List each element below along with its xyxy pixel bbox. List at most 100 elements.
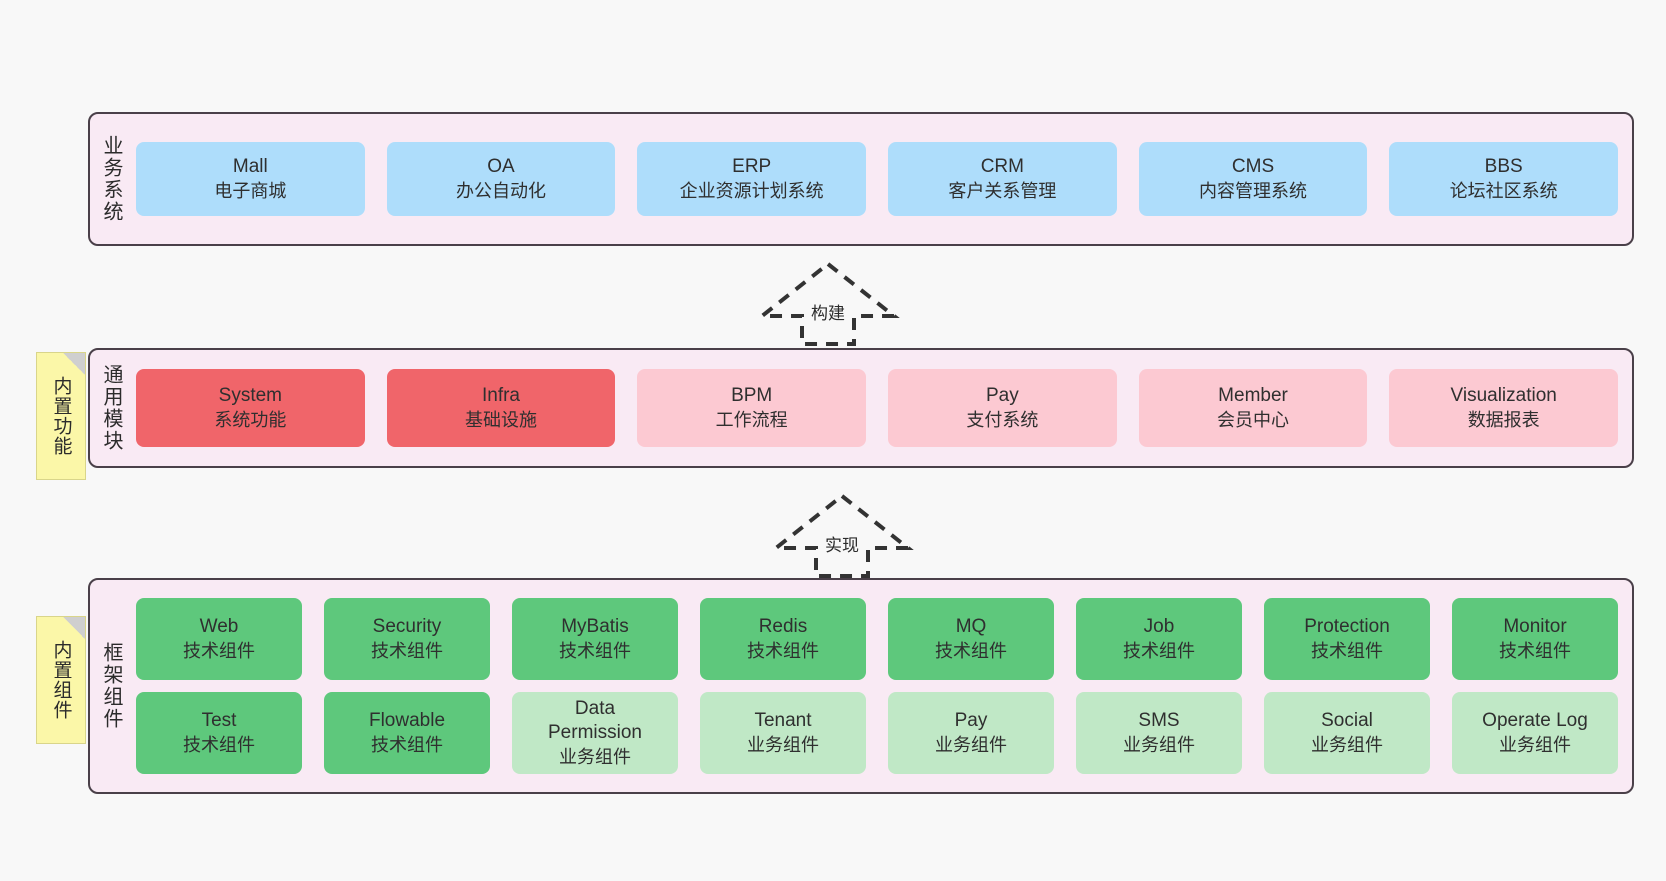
component-mybatis[interactable]: MyBatis 技术组件 bbox=[512, 598, 678, 680]
module-bbs-sub: 论坛社区系统 bbox=[1449, 180, 1558, 201]
component-security-sub: 技术组件 bbox=[371, 640, 443, 661]
component-job[interactable]: Job 技术组件 bbox=[1076, 598, 1242, 680]
component-mq[interactable]: MQ 技术组件 bbox=[888, 598, 1054, 680]
module-system[interactable]: System 系统功能 bbox=[136, 369, 365, 447]
component-data-permission-sub: 业务组件 bbox=[559, 747, 631, 767]
layer-body-framework: Web 技术组件 Security 技术组件 MyBatis 技术组件 Redi… bbox=[132, 580, 1632, 792]
component-test[interactable]: Test 技术组件 bbox=[136, 692, 302, 774]
connector-build-arrow-icon bbox=[756, 261, 900, 346]
component-protection-name: Protection bbox=[1304, 615, 1390, 637]
component-tenant-name: Tenant bbox=[754, 709, 812, 731]
component-test-name: Test bbox=[201, 709, 237, 731]
module-bpm-name: BPM bbox=[731, 384, 773, 406]
component-pay-name: Pay bbox=[954, 709, 988, 731]
component-flowable-sub: 技术组件 bbox=[371, 734, 443, 755]
component-test-sub: 技术组件 bbox=[183, 734, 255, 755]
module-bpm[interactable]: BPM 工作流程 bbox=[637, 369, 867, 447]
layer-common-module: 通用模块 System 系统功能 Infra 基础设施 BPM 工作流程 Pay… bbox=[88, 348, 1634, 468]
module-infra-name: Infra bbox=[481, 384, 521, 406]
connector-implement-label: 实现 bbox=[825, 536, 859, 555]
module-infra-sub: 基础设施 bbox=[465, 409, 537, 430]
layer-business-row-1: Mall 电子商城 OA 办公自动化 ERP 企业资源计划系统 CRM 客户关系… bbox=[136, 142, 1619, 216]
module-crm-name: CRM bbox=[980, 155, 1024, 177]
component-web-name: Web bbox=[199, 615, 239, 637]
component-pay[interactable]: Pay 业务组件 bbox=[888, 692, 1054, 774]
module-member[interactable]: Member 会员中心 bbox=[1138, 369, 1368, 447]
layer-framework-row-2: Test 技术组件 Flowable 技术组件 Data Permission … bbox=[136, 692, 1618, 774]
connector-implement: 实现 bbox=[770, 490, 914, 578]
component-protection[interactable]: Protection 技术组件 bbox=[1264, 598, 1430, 680]
component-sms-name: SMS bbox=[1138, 709, 1180, 731]
component-redis-name: Redis bbox=[758, 615, 808, 637]
module-erp-sub: 企业资源计划系统 bbox=[679, 180, 824, 201]
connector-implement-arrow-icon bbox=[770, 493, 914, 578]
module-pay-sub: 支付系统 bbox=[966, 409, 1039, 430]
component-job-sub: 技术组件 bbox=[1123, 640, 1195, 661]
layer-business-system: 业务系统 Mall 电子商城 OA 办公自动化 ERP 企业资源计划系统 CRM… bbox=[88, 112, 1634, 246]
module-cms-name: CMS bbox=[1231, 155, 1275, 177]
component-security[interactable]: Security 技术组件 bbox=[324, 598, 490, 680]
layer-title-common: 通用模块 bbox=[100, 364, 122, 452]
component-sms[interactable]: SMS 业务组件 bbox=[1076, 692, 1242, 774]
module-visualization[interactable]: Visualization 数据报表 bbox=[1389, 369, 1619, 447]
component-tenant[interactable]: Tenant 业务组件 bbox=[700, 692, 866, 774]
component-social-sub: 业务组件 bbox=[1311, 734, 1383, 755]
layer-body-common: System 系统功能 Infra 基础设施 BPM 工作流程 Pay 支付系统… bbox=[132, 350, 1632, 466]
component-web[interactable]: Web 技术组件 bbox=[136, 598, 302, 680]
module-mall[interactable]: Mall 电子商城 bbox=[136, 142, 365, 216]
module-oa-name: OA bbox=[487, 155, 515, 177]
component-mybatis-name: MyBatis bbox=[561, 615, 629, 637]
component-redis[interactable]: Redis 技术组件 bbox=[700, 598, 866, 680]
module-cms-sub: 内容管理系统 bbox=[1199, 180, 1308, 201]
module-infra[interactable]: Infra 基础设施 bbox=[386, 369, 616, 447]
module-system-sub: 系统功能 bbox=[214, 409, 287, 430]
layer-title-business: 业务系统 bbox=[100, 135, 122, 223]
layer-common-row-1: System 系统功能 Infra 基础设施 BPM 工作流程 Pay 支付系统… bbox=[136, 369, 1619, 447]
component-web-sub: 技术组件 bbox=[183, 640, 255, 661]
component-mybatis-sub: 技术组件 bbox=[559, 640, 631, 661]
component-operate-log-name: Operate Log bbox=[1482, 709, 1588, 731]
component-mq-sub: 技术组件 bbox=[935, 640, 1007, 661]
component-job-name: Job bbox=[1143, 615, 1175, 637]
component-monitor[interactable]: Monitor 技术组件 bbox=[1452, 598, 1618, 680]
note-builtin-component: 内置组件 bbox=[36, 616, 86, 744]
component-flowable-name: Flowable bbox=[368, 709, 446, 731]
component-social[interactable]: Social 业务组件 bbox=[1264, 692, 1430, 774]
layer-title-framework: 框架组件 bbox=[100, 642, 122, 730]
component-flowable[interactable]: Flowable 技术组件 bbox=[324, 692, 490, 774]
component-security-name: Security bbox=[372, 615, 442, 637]
component-redis-sub: 技术组件 bbox=[747, 640, 819, 661]
layer-body-business: Mall 电子商城 OA 办公自动化 ERP 企业资源计划系统 CRM 客户关系… bbox=[132, 114, 1632, 244]
component-monitor-name: Monitor bbox=[1503, 615, 1567, 637]
module-bbs[interactable]: BBS 论坛社区系统 bbox=[1389, 142, 1619, 216]
layer-framework-row-1: Web 技术组件 Security 技术组件 MyBatis 技术组件 Redi… bbox=[136, 598, 1618, 680]
note-builtin-feature: 内置功能 bbox=[36, 352, 86, 480]
module-pay[interactable]: Pay 支付系统 bbox=[888, 369, 1117, 447]
layer-framework-component: 框架组件 Web 技术组件 Security 技术组件 MyBatis 技术组件… bbox=[88, 578, 1634, 794]
component-operate-log-sub: 业务组件 bbox=[1499, 734, 1571, 755]
module-erp[interactable]: ERP 企业资源计划系统 bbox=[637, 142, 867, 216]
module-crm[interactable]: CRM 客户关系管理 bbox=[888, 142, 1117, 216]
module-pay-name: Pay bbox=[985, 384, 1019, 406]
module-oa[interactable]: OA 办公自动化 bbox=[386, 142, 616, 216]
module-cms[interactable]: CMS 内容管理系统 bbox=[1138, 142, 1368, 216]
component-operate-log[interactable]: Operate Log 业务组件 bbox=[1452, 692, 1618, 774]
module-visualization-name: Visualization bbox=[1450, 384, 1557, 406]
module-erp-name: ERP bbox=[732, 155, 772, 177]
module-mall-sub: 电子商城 bbox=[214, 180, 287, 201]
component-sms-sub: 业务组件 bbox=[1123, 734, 1195, 755]
note-builtin-component-label: 内置组件 bbox=[50, 640, 72, 720]
module-system-name: System bbox=[218, 384, 283, 406]
module-member-name: Member bbox=[1218, 384, 1288, 406]
component-data-permission[interactable]: Data Permission 业务组件 bbox=[512, 692, 678, 774]
module-crm-sub: 客户关系管理 bbox=[948, 180, 1057, 201]
component-social-name: Social bbox=[1321, 709, 1373, 731]
module-oa-sub: 办公自动化 bbox=[456, 180, 546, 201]
module-visualization-sub: 数据报表 bbox=[1467, 409, 1540, 430]
component-protection-sub: 技术组件 bbox=[1311, 640, 1383, 661]
connector-build-label: 构建 bbox=[811, 304, 845, 323]
module-bbs-name: BBS bbox=[1484, 155, 1523, 177]
component-tenant-sub: 业务组件 bbox=[747, 734, 819, 755]
module-mall-name: Mall bbox=[232, 155, 268, 177]
